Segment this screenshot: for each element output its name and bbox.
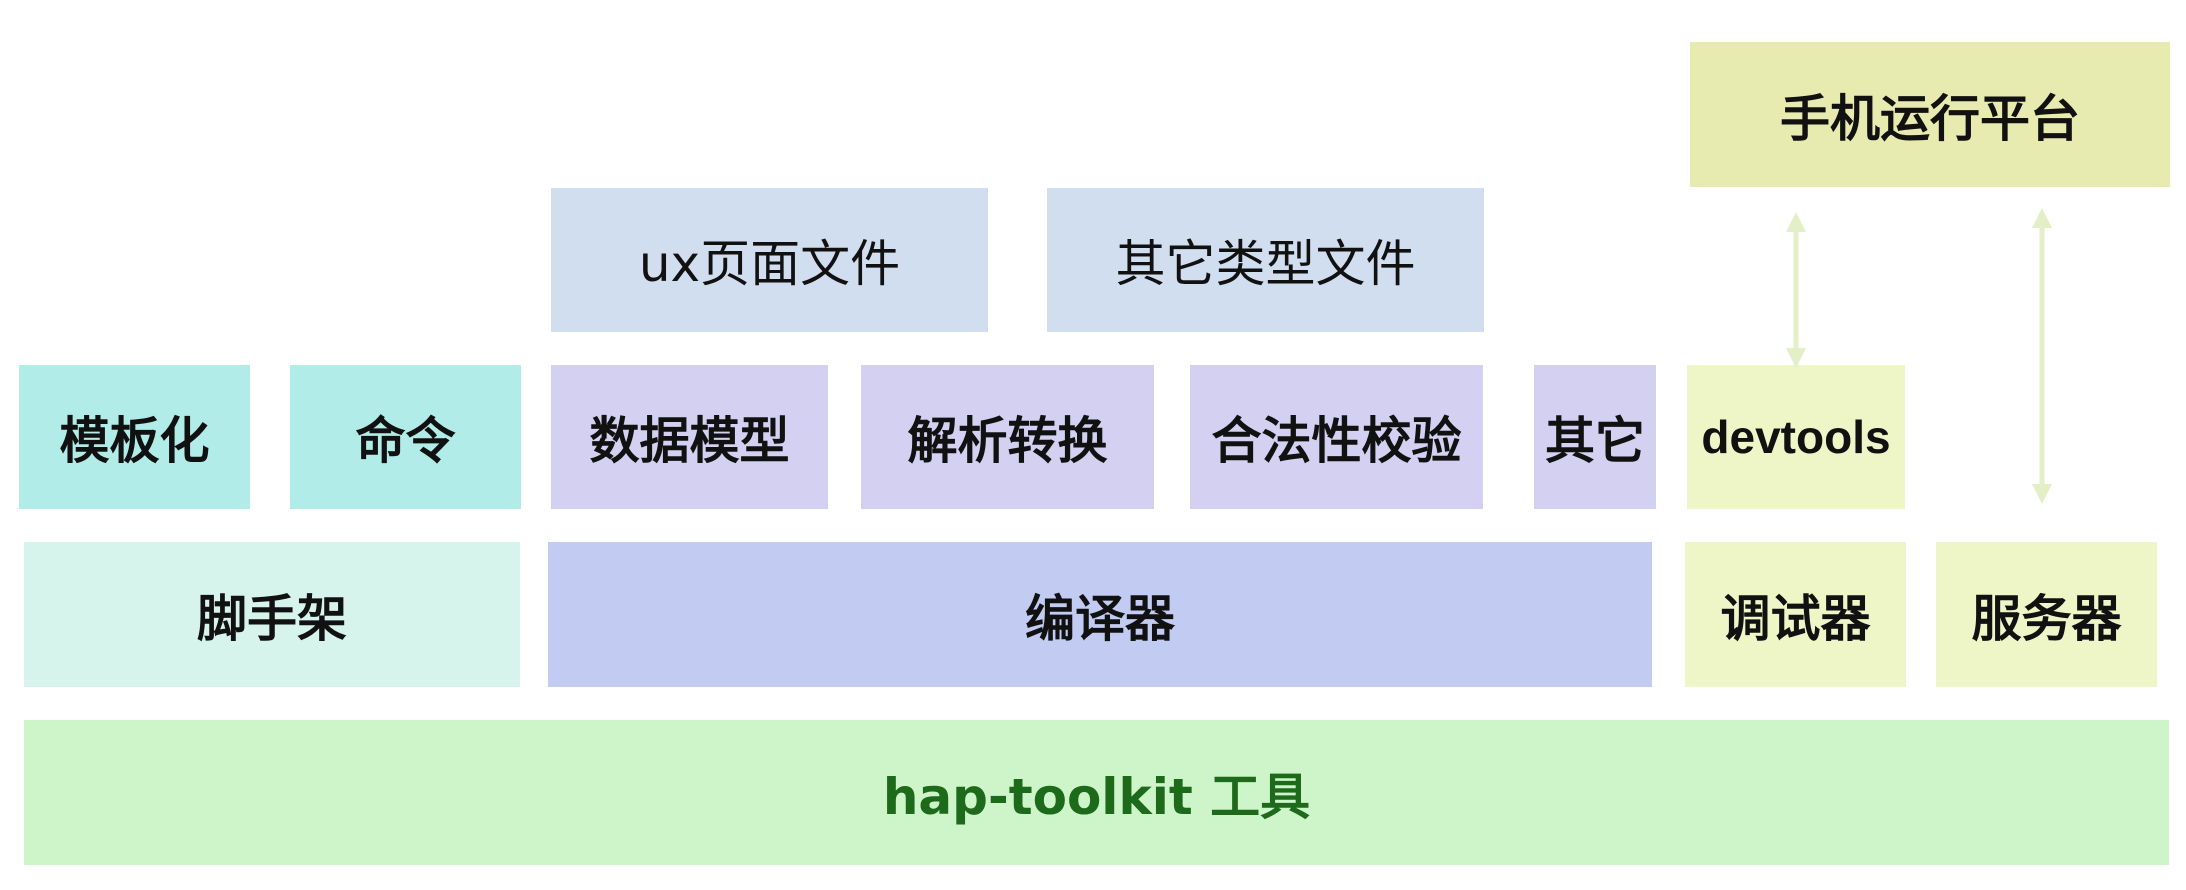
- data-model-label: 数据模型: [589, 412, 790, 470]
- parse-transform-box: 解析转换: [861, 365, 1154, 509]
- other-module-label: 其它: [1545, 412, 1645, 470]
- mobile-runtime-platform-label: 手机运行平台: [1780, 89, 2080, 148]
- debugger-box: 调试器: [1685, 542, 1906, 687]
- ux-page-file-label: ux页面文件: [638, 235, 901, 293]
- debugger-label: 调试器: [1720, 589, 1871, 648]
- ux-page-file-box: ux页面文件: [551, 188, 988, 332]
- compiler-label: 编译器: [1025, 589, 1175, 648]
- mobile-runtime-platform-box: 手机运行平台: [1690, 42, 2170, 187]
- compiler-box: 编译器: [548, 542, 1652, 687]
- hap-toolkit-bar: hap-toolkit 工具: [24, 720, 2169, 865]
- other-module-box: 其它: [1534, 365, 1656, 509]
- validity-check-label: 合法性校验: [1211, 412, 1462, 470]
- command-box: 命令: [290, 365, 521, 509]
- templating-label: 模板化: [59, 412, 210, 470]
- devtools-label: devtools: [1701, 411, 1891, 463]
- server-platform-arrow: [2032, 208, 2052, 504]
- other-file-types-box: 其它类型文件: [1047, 188, 1484, 332]
- devtools-platform-arrow: [1786, 212, 1806, 368]
- hap-toolkit-label: hap-toolkit 工具: [882, 767, 1311, 826]
- scaffold-box: 脚手架: [24, 542, 520, 687]
- parse-transform-label: 解析转换: [907, 412, 1108, 470]
- server-box: 服务器: [1936, 542, 2157, 687]
- other-file-types-label: 其它类型文件: [1115, 235, 1416, 293]
- command-label: 命令: [355, 412, 456, 470]
- templating-box: 模板化: [19, 365, 250, 509]
- server-label: 服务器: [1971, 589, 2122, 648]
- devtools-box: devtools: [1687, 365, 1905, 509]
- scaffold-label: 脚手架: [197, 589, 347, 648]
- validity-check-box: 合法性校验: [1190, 365, 1483, 509]
- data-model-box: 数据模型: [551, 365, 828, 509]
